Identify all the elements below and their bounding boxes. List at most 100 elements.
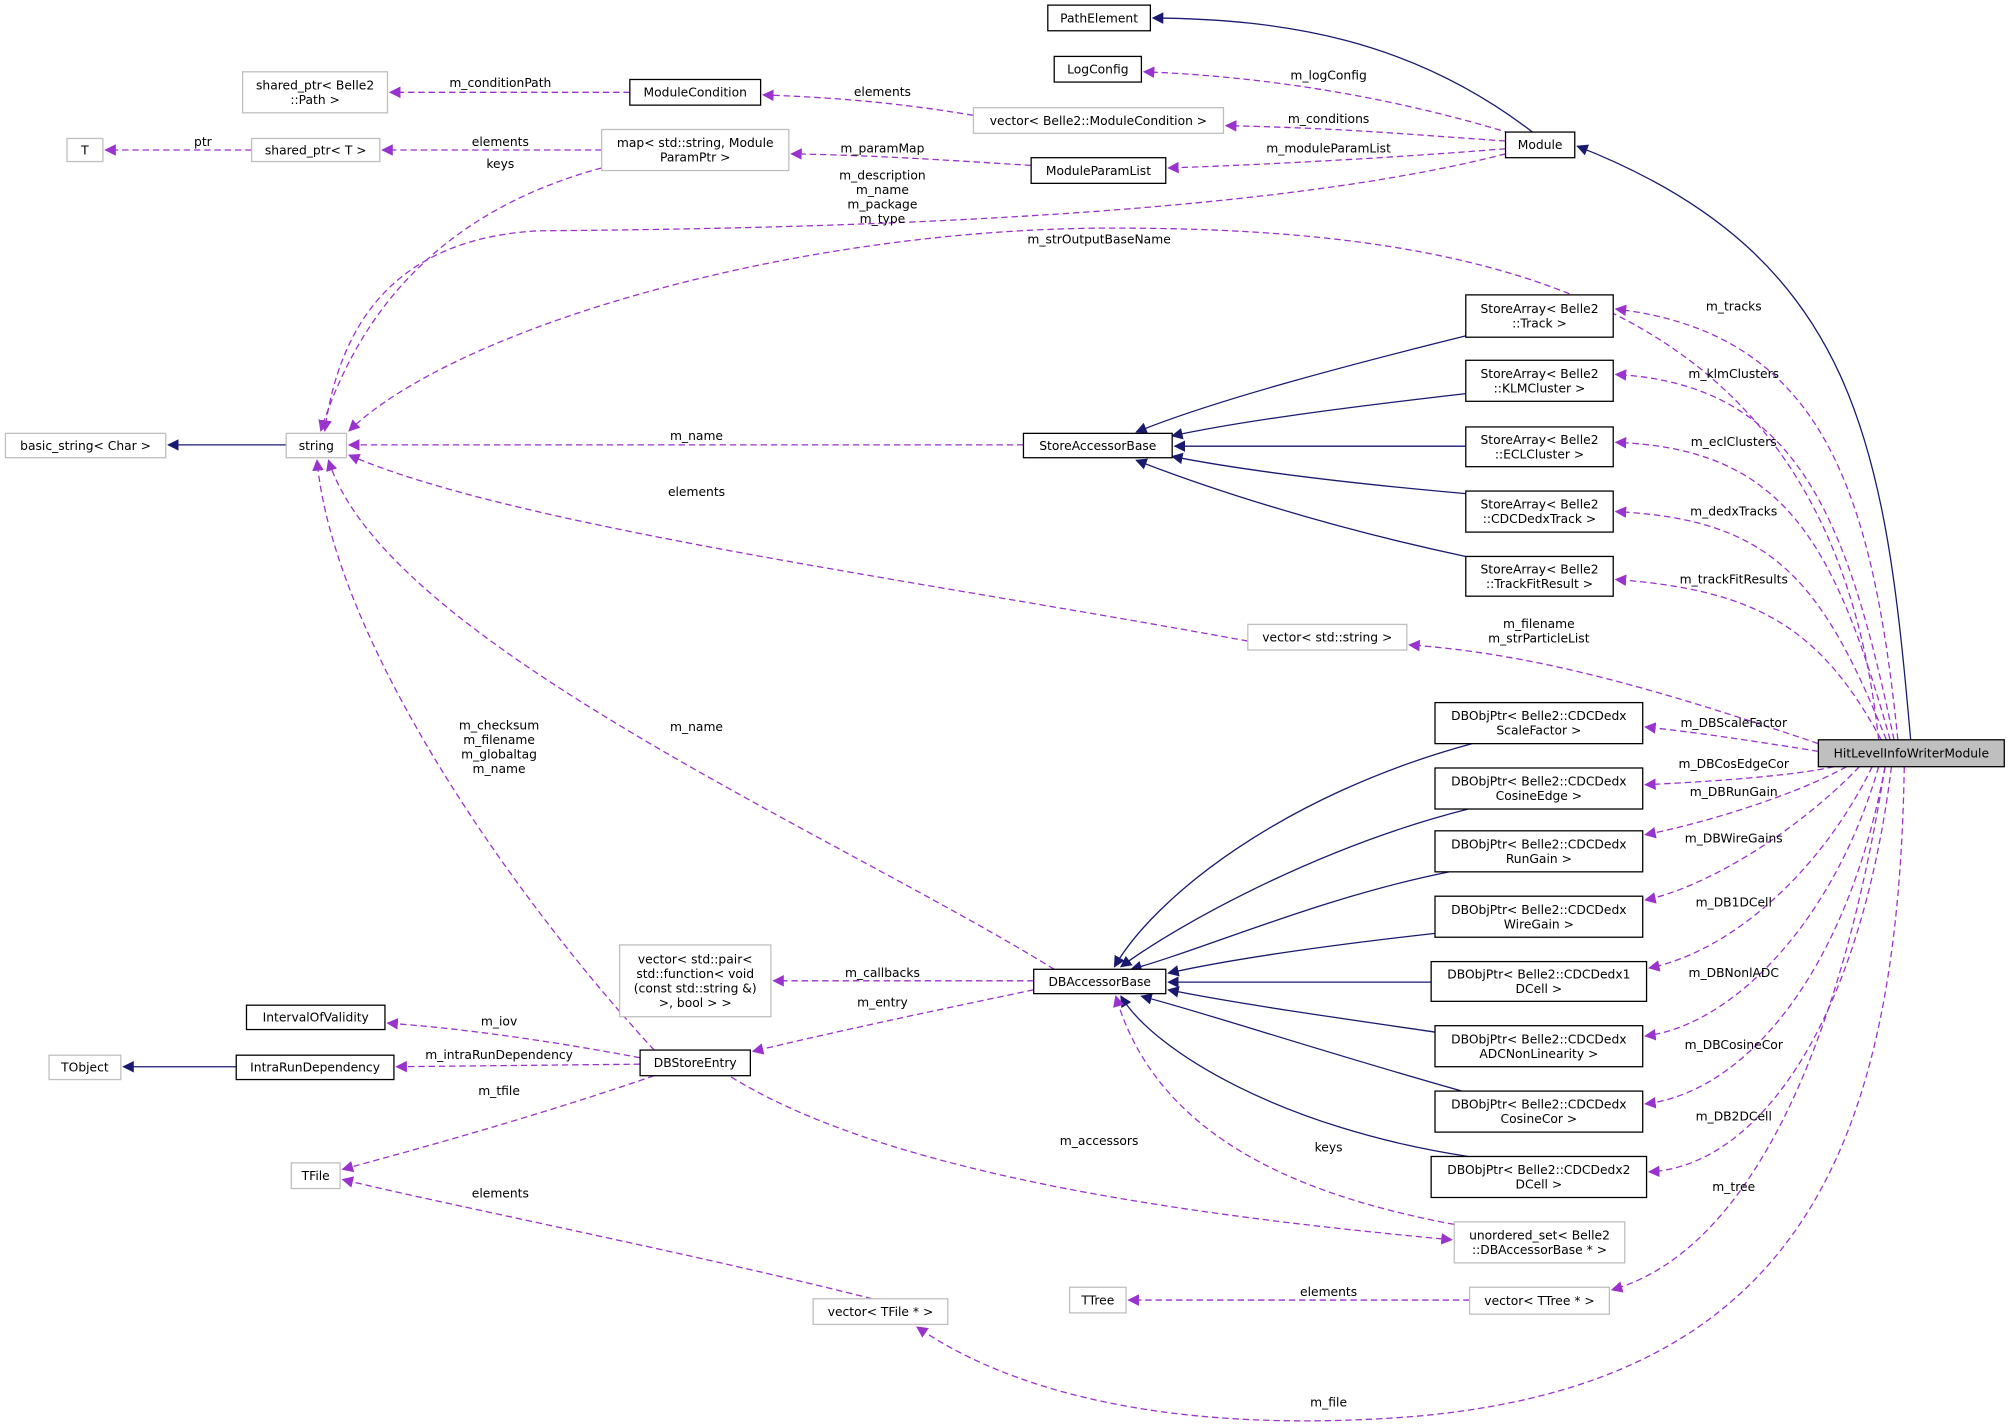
usage-arrow bbox=[1644, 766, 1860, 904]
class-name: DBObjPtr< Belle2::CDCDedx1 bbox=[1447, 968, 1630, 982]
member-edge-dbstore-entry-to-intra-run: m_intraRunDependency bbox=[395, 1048, 641, 1073]
class-node-satrack[interactable]: StoreArray< Belle2::Track > bbox=[1465, 294, 1614, 338]
member-edge-hit-level-to-vec-ttree: m_tree bbox=[1610, 766, 1886, 1293]
class-node-sadedx[interactable]: StoreArray< Belle2::CDCDedxTrack > bbox=[1465, 490, 1614, 533]
class-node-dbstore-entry[interactable]: DBStoreEntry bbox=[639, 1049, 751, 1077]
member-edge-module-to-vec-module-condition: m_conditions bbox=[1224, 112, 1506, 142]
class-box[interactable] bbox=[1504, 131, 1576, 159]
class-box bbox=[1247, 623, 1408, 651]
member-edge-dbaccessor-base-to-dbstore-entry: m_entry bbox=[751, 989, 1034, 1055]
class-node-module-condition[interactable]: ModuleCondition bbox=[629, 78, 762, 106]
class-name: DBObjPtr< Belle2::CDCDedx bbox=[1451, 1098, 1626, 1112]
edge-label: m_DB2DCell bbox=[1696, 1110, 1772, 1124]
class-box[interactable] bbox=[1434, 1025, 1644, 1068]
class-box[interactable] bbox=[1030, 157, 1167, 184]
inheritance-edge-sadedx-to-store-accessor-base bbox=[1171, 452, 1466, 495]
class-name: CosineEdge > bbox=[1496, 789, 1582, 803]
class-box[interactable] bbox=[1434, 701, 1644, 745]
class-name: IntraRunDependency bbox=[250, 1061, 380, 1075]
edge-label: m_name bbox=[856, 183, 909, 197]
class-box[interactable] bbox=[1434, 767, 1644, 810]
class-box[interactable] bbox=[1434, 830, 1644, 873]
class-box[interactable] bbox=[1430, 1155, 1648, 1199]
edge-label: m_DB1DCell bbox=[1696, 895, 1772, 909]
class-node-saklm[interactable]: StoreArray< Belle2::KLMCluster > bbox=[1465, 359, 1614, 402]
class-node-path-element[interactable]: PathElement bbox=[1047, 4, 1152, 32]
usage-arrow bbox=[341, 1075, 655, 1173]
class-node-iov[interactable]: IntervalOfValidity bbox=[245, 1004, 386, 1031]
member-edge-module-condition-to-shared-ptr-path: m_conditionPath bbox=[388, 76, 630, 99]
class-name: unordered_set< Belle2 bbox=[1469, 1228, 1610, 1242]
class-box[interactable] bbox=[245, 1004, 386, 1031]
class-box[interactable] bbox=[1434, 895, 1644, 938]
class-node-store-accessor-base[interactable]: StoreAccessorBase bbox=[1022, 432, 1173, 459]
member-edge-hit-level-to-string: m_strOutputBaseName bbox=[348, 227, 1880, 740]
edge-label: m_tree bbox=[1712, 1180, 1755, 1194]
class-box[interactable] bbox=[1033, 968, 1167, 995]
edge-label: m_globaltag bbox=[461, 748, 537, 762]
class-name: StoreArray< Belle2 bbox=[1480, 498, 1598, 512]
member-edge-vec-tfile-to-tfile: elements bbox=[341, 1176, 873, 1300]
class-box[interactable] bbox=[1465, 294, 1614, 338]
edge-label: m_package bbox=[847, 197, 917, 211]
member-edge-module-param-list-to-map-param: m_paramMap bbox=[790, 142, 1032, 167]
class-name: (const std::string &) bbox=[634, 981, 757, 995]
class-box[interactable] bbox=[1434, 1090, 1644, 1133]
class-box[interactable] bbox=[1022, 432, 1173, 459]
class-box[interactable] bbox=[629, 78, 762, 106]
class-node-satfr[interactable]: StoreArray< Belle2::TrackFitResult > bbox=[1465, 555, 1614, 597]
class-node-log-config[interactable]: LogConfig bbox=[1053, 55, 1143, 83]
inheritance-arrow bbox=[1167, 986, 1436, 1033]
inheritance-arrow bbox=[1130, 871, 1450, 973]
class-box[interactable] bbox=[1047, 4, 1152, 32]
member-edge-hit-level-to-saklm: m_klmClusters bbox=[1614, 367, 1895, 740]
usage-arrow bbox=[1113, 995, 1455, 1226]
class-name: DBAccessorBase bbox=[1048, 975, 1151, 989]
class-box bbox=[285, 432, 348, 459]
class-box[interactable] bbox=[235, 1054, 395, 1081]
class-node-module-param-list[interactable]: ModuleParamList bbox=[1030, 157, 1167, 184]
inheritance-edge-saklm-to-store-accessor-base bbox=[1171, 392, 1466, 440]
class-box[interactable] bbox=[1465, 490, 1614, 533]
usage-arrow bbox=[395, 1060, 641, 1073]
class-name: HitLevelInfoWriterModule bbox=[1834, 747, 1989, 761]
class-node-saecl[interactable]: StoreArray< Belle2::ECLCluster > bbox=[1465, 426, 1614, 468]
class-box[interactable] bbox=[1053, 55, 1143, 83]
member-edge-hit-level-to-dbwire: m_DBWireGains bbox=[1644, 766, 1860, 904]
usage-arrow bbox=[386, 1018, 641, 1059]
class-name: map< std::string, Module bbox=[617, 136, 774, 150]
class-name: T bbox=[80, 143, 89, 157]
class-box[interactable] bbox=[1430, 960, 1648, 1002]
class-box[interactable] bbox=[639, 1049, 751, 1077]
edge-label: m_DBScaleFactor bbox=[1680, 716, 1787, 730]
class-node-dbaccessor-base[interactable]: DBAccessorBase bbox=[1033, 968, 1167, 995]
class-box[interactable] bbox=[1465, 555, 1614, 597]
class-node-vec-module-condition: vector< Belle2::ModuleCondition > bbox=[972, 107, 1225, 134]
class-node-vec-ttree: vector< TTree * > bbox=[1468, 1286, 1611, 1315]
usage-arrow bbox=[762, 89, 974, 117]
edge-label: m_klmClusters bbox=[1688, 367, 1779, 381]
class-name: string bbox=[299, 439, 334, 453]
class-node-vec-string: vector< std::string > bbox=[1247, 623, 1408, 651]
inheritance-arrow bbox=[1171, 452, 1466, 495]
edge-label: elements bbox=[472, 135, 529, 149]
class-node-dbadc[interactable]: DBObjPtr< Belle2::CDCDedxADCNonLinearity… bbox=[1434, 1025, 1644, 1068]
class-node-intra-run[interactable]: IntraRunDependency bbox=[235, 1054, 395, 1081]
class-box[interactable] bbox=[1465, 426, 1614, 468]
class-name: CosineCor > bbox=[1501, 1112, 1578, 1126]
class-box[interactable] bbox=[1465, 359, 1614, 402]
class-name: RunGain > bbox=[1506, 852, 1572, 866]
class-node-shared-ptr-t: shared_ptr< T > bbox=[250, 137, 381, 163]
member-edge-dbaccessor-base-to-vec-pair: m_callbacks bbox=[772, 966, 1034, 987]
usage-arrow bbox=[341, 1176, 873, 1300]
inheritance-edge-dbcos-edge-to-dbaccessor-base bbox=[1119, 808, 1469, 968]
class-node-module[interactable]: Module bbox=[1504, 131, 1576, 159]
